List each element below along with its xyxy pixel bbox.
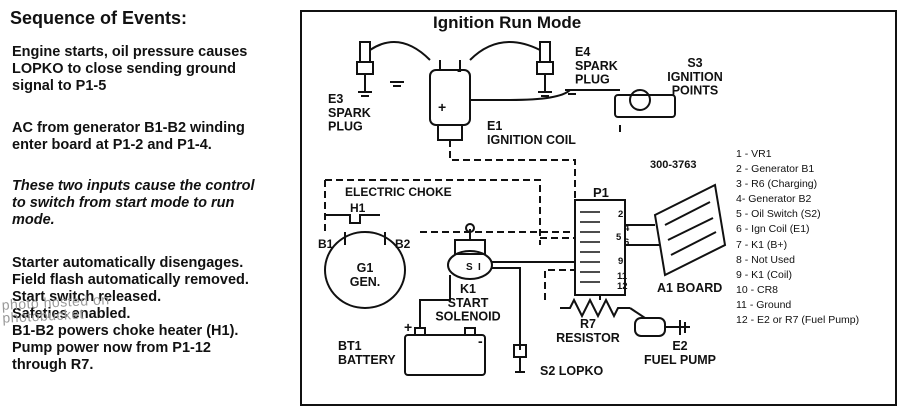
generator-g1-icon	[324, 231, 406, 309]
label-p1: P1	[593, 185, 609, 200]
spark-plug-e4-icon	[536, 41, 554, 97]
oil-switch-s2-icon	[513, 344, 527, 373]
label-bt-minus: -	[478, 333, 483, 349]
label-coil-plus: +	[438, 99, 446, 115]
a1-board-icon	[653, 183, 727, 277]
label-electric-choke: ELECTRIC CHOKE	[345, 185, 452, 199]
ignition-coil-e1-icon	[429, 60, 471, 141]
pin-label: 2	[618, 209, 623, 220]
label-k1-s: S	[466, 262, 473, 273]
legend-item: 9 - K1 (Coil)	[736, 268, 793, 281]
legend-item: 2 - Generator B1	[736, 163, 815, 176]
pin-label: 12	[617, 281, 628, 292]
legend-item: 8 - Not Used	[736, 253, 795, 266]
start-solenoid-k1-icon	[447, 223, 493, 280]
legend-item: 1 - VR1	[736, 148, 772, 160]
sequence-step-ac-generator: AC from generator B1-B2 winding enter bo…	[12, 120, 245, 153]
battery-bt1-icon	[404, 327, 486, 376]
label-coil-minus: -	[457, 62, 462, 78]
pin-label: 9	[618, 256, 623, 267]
diagram-frame	[300, 10, 897, 406]
choke-heater-h1-icon	[325, 214, 380, 224]
legend-item: 11 - Ground	[736, 298, 792, 311]
label-bt-plus: +	[404, 319, 412, 335]
legend-item: 4- Generator B2	[736, 193, 812, 206]
spark-plug-e3-icon	[356, 41, 374, 97]
legend-item: 10 - CR8	[736, 283, 779, 296]
diagram-title: Ignition Run Mode	[433, 13, 581, 32]
pin-label: 5	[616, 232, 622, 243]
fuel-pump-e2-icon	[634, 317, 690, 337]
label-s2-lopko: S2 LOPKO	[540, 364, 603, 378]
label-b2: B2	[395, 237, 411, 251]
pin-label: 6	[624, 237, 629, 248]
sequence-step-mode-switch: These two inputs cause the control to sw…	[12, 178, 255, 228]
label-k1-i: I	[478, 262, 481, 273]
label-h1: H1	[350, 201, 366, 215]
pin-label: 11	[617, 271, 628, 282]
sequence-step-engine-starts: Engine starts, oil pressure causes LOPKO…	[12, 44, 248, 94]
legend-item: 6 - Ign Coil (E1)	[736, 223, 810, 236]
pin-legend: 1 - VR1 2 - Generator B1 3 - R6 (Charging)…	[736, 147, 859, 328]
label-part-number: 300-3763	[650, 159, 697, 171]
legend-item: 7 - K1 (B+)	[736, 238, 788, 251]
legend-item: 5 - Oil Switch (S2)	[736, 208, 821, 221]
pin-label: 4	[624, 223, 630, 234]
label-b1: B1	[318, 237, 334, 251]
legend-item: 12 - E2 or R7 (Fuel Pump)	[736, 314, 860, 327]
resistor-r7-icon	[560, 297, 630, 319]
ignition-points-s3-icon	[614, 89, 676, 132]
label-a1-board: A1 BOARD	[657, 281, 722, 295]
legend-item: 3 - R6 (Charging)	[736, 178, 818, 191]
sequence-title: Sequence of Events:	[10, 8, 188, 28]
sequence-step-run-results: Starter automatically disengages. Field …	[12, 255, 249, 373]
